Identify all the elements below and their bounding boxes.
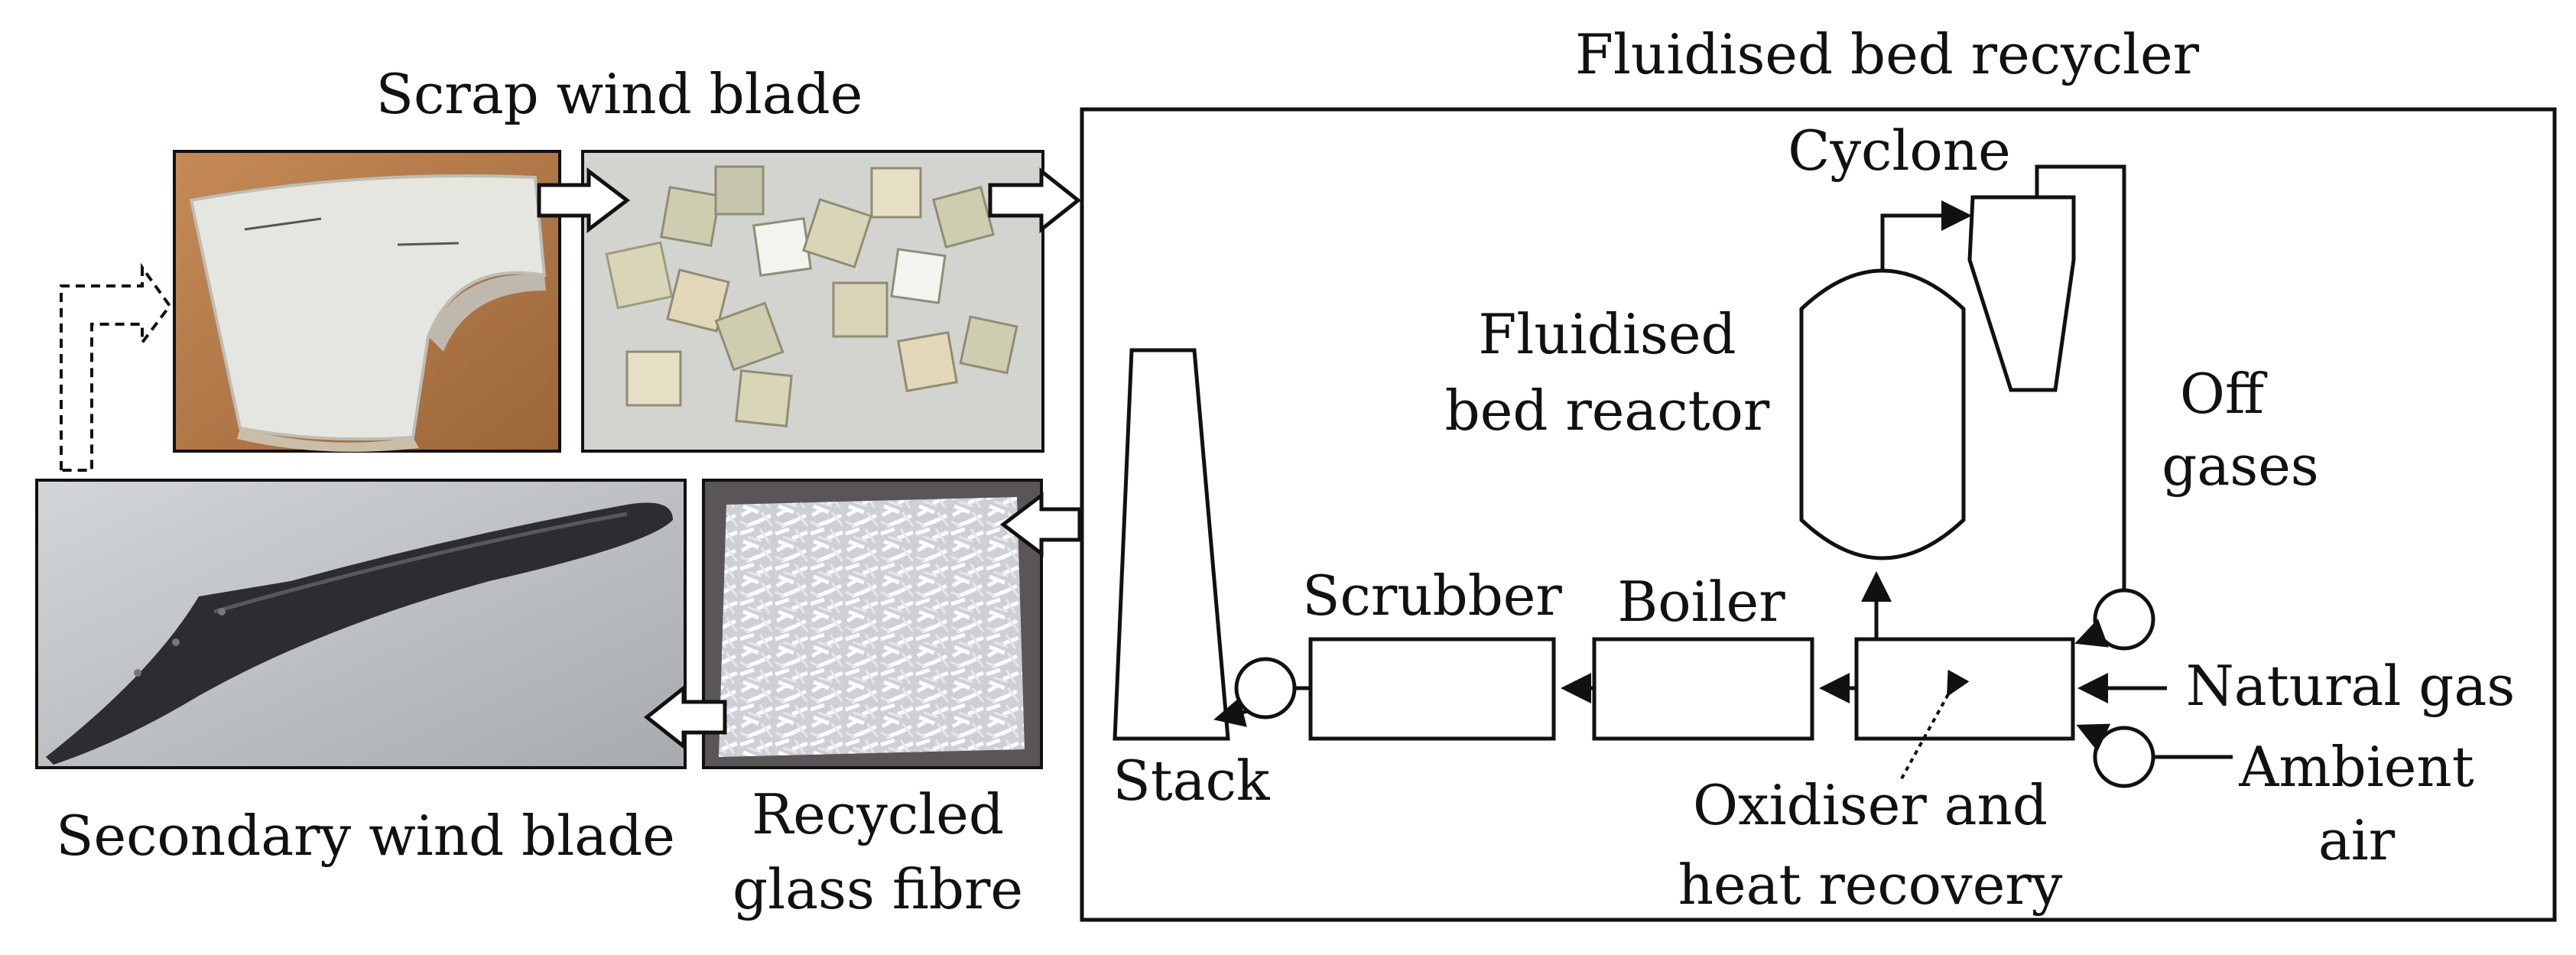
- arrow-blade-to-cubes: [537, 167, 631, 234]
- oxidiser-label-line1: Oxidiser and: [1693, 773, 2048, 837]
- scrap-wind-blade-title: Scrap wind blade: [376, 62, 863, 126]
- arrow-fibre-to-secondary-blade: [643, 684, 727, 751]
- recycler-title: Fluidised bed recycler: [1575, 22, 2200, 86]
- dashed-return-arrow: [60, 262, 172, 472]
- stack-fan-icon: [1234, 657, 1297, 719]
- boiler-box: [1592, 637, 1814, 741]
- off-gases-label-line1: Off: [2180, 362, 2268, 426]
- off-gas-fan-icon: [2093, 588, 2155, 651]
- stack-shape: [1113, 348, 1230, 741]
- arrow-reactor-to-cyclone: [1880, 200, 1972, 269]
- secondary-wind-blade-title: Secondary wind blade: [56, 804, 675, 868]
- recycled-fibre-label-line1: Recycled: [752, 782, 1004, 846]
- scrubber-label: Scrubber: [1302, 564, 1562, 628]
- arrow-off-gas-to-oxidiser: [2074, 619, 2109, 648]
- arrow-recycler-to-fibre: [999, 491, 1082, 558]
- arrow-cubes-to-recycler: [988, 167, 1082, 234]
- shredded-blade-cubes-photo: [581, 150, 1044, 453]
- oxidiser-box: [1854, 637, 2075, 741]
- ambient-air-label-line2: air: [2318, 808, 2396, 872]
- ambient-air-fan-icon: [2093, 726, 2155, 788]
- off-gases-label-line2: gases: [2162, 434, 2319, 498]
- boiler-label: Boiler: [1617, 570, 1785, 634]
- scrap-blade-photo: [173, 150, 561, 453]
- scrubber-box: [1308, 637, 1556, 741]
- reactor-label-line2: bed reactor: [1445, 378, 1770, 443]
- stack-label: Stack: [1113, 749, 1271, 813]
- oxidiser-label-line2: heat recovery: [1678, 853, 2063, 917]
- natural-gas-label: Natural gas: [2186, 654, 2515, 718]
- recycled-glass-fibre-photo: [702, 479, 1043, 769]
- arrow-fan-to-stack: [1213, 697, 1249, 727]
- off-gas-line: [2035, 164, 2126, 590]
- cyclone-shape: [1967, 195, 2076, 392]
- ambient-air-label-line1: Ambient: [2238, 735, 2474, 799]
- cyclone-label: Cyclone: [1788, 119, 2010, 183]
- arrow-ambient-air-to-oxidiser: [2076, 723, 2111, 752]
- recycled-fibre-label-line2: glass fibre: [733, 857, 1023, 921]
- oxidiser-pointer-line: [1899, 669, 1970, 781]
- reactor-label-line1: Fluidised: [1478, 302, 1736, 366]
- fluidised-bed-reactor-vessel: [1799, 268, 1966, 560]
- secondary-blade-photo: [35, 479, 687, 769]
